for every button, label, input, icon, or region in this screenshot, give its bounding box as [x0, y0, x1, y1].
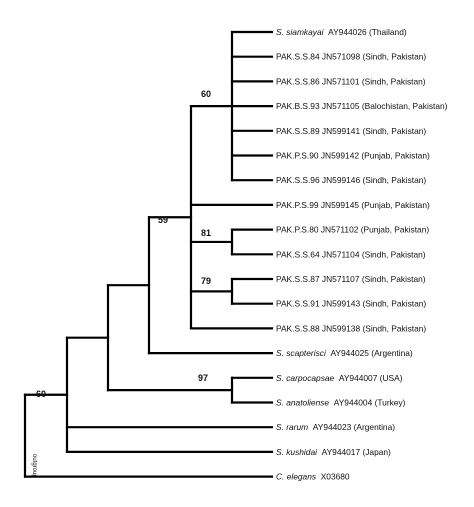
- outgroup-note: outgroup: [31, 454, 37, 478]
- support-paks87-clade: 79: [201, 276, 211, 286]
- taxon-label-t5: PAK.P.S.90 JN599142 (Punjab, Pakistan): [276, 151, 430, 161]
- taxon-label-t3: PAK.B.S.93 JN571105 (Balochistan, Pakist…: [276, 101, 448, 111]
- taxon-label-t18: C. elegans X03680: [276, 472, 350, 482]
- accession-label: X03680: [316, 472, 350, 482]
- taxon-label-t16: S. rarum AY944023 (Argentina): [276, 422, 395, 432]
- taxon-label-t4: PAK.S.S.89 JN599141 (Sindh, Pakistan): [276, 126, 426, 136]
- taxon-label-t2: PAK.S.S.86 JN571101 (Sindh, Pakistan): [276, 76, 426, 86]
- accession-label: AY944007 (USA): [334, 373, 402, 383]
- species-name: S. kushidai: [276, 447, 318, 457]
- taxon-label-t9: PAK.S.S.64 JN571104 (Sindh, Pakistan): [276, 249, 426, 259]
- taxon-label-t10: PAK.S.S.87 JN571107 (Sindh, Pakistan): [276, 274, 426, 284]
- taxon-label-t7: PAK.P.S.99 JN599145 (Punjab, Pakistan): [276, 200, 430, 210]
- taxon-label-t15: S. anatoliense AY944004 (Turkey): [276, 398, 406, 408]
- taxon-label-t6: PAK.S.S.96 JN599146 (Sindh, Pakistan): [276, 175, 426, 185]
- taxon-labels: S. siamkayai AY944026 (Thailand) PAK.S.S.…: [276, 27, 448, 482]
- tree-branches: [23, 30, 274, 478]
- species-name: S. carpocapsae: [276, 373, 335, 383]
- accession-label: AY944026 (Thailand): [323, 27, 406, 37]
- support-core-clade: 59: [158, 215, 168, 225]
- taxon-label-t8: PAK.P.S.80 JN571102 (Punjab, Pakistan): [276, 225, 429, 235]
- taxon-label-t1: PAK.S.S.84 JN571098 (Sindh, Pakistan): [276, 52, 426, 62]
- species-name: S. siamkayai: [276, 27, 325, 37]
- taxon-label-t17: S. kushidai AY944017 (Japan): [276, 447, 391, 457]
- support-pakp80-clade: 81: [201, 228, 211, 238]
- accession-label: AY944025 (Argentina): [326, 348, 413, 358]
- accession-label: AY944023 (Argentina): [308, 422, 395, 432]
- species-name: S. anatoliense: [276, 398, 329, 408]
- taxon-label-t14: S. carpocapsae AY944007 (USA): [276, 373, 403, 383]
- bootstrap-support-values: 60 59 60 81 79 97: [36, 89, 211, 399]
- accession-label: AY944004 (Turkey): [329, 398, 406, 408]
- species-name: S. scapterisci: [276, 348, 327, 358]
- species-name: S. rarum: [276, 422, 308, 432]
- taxon-label-t12: PAK.S.S.88 JN599138 (Sindh, Pakistan): [276, 323, 426, 333]
- taxon-label-t13: S. scapterisci AY944025 (Argentina): [276, 348, 413, 358]
- accession-label: AY944017 (Japan): [317, 447, 391, 457]
- taxon-label-t11: PAK.S.S.91 JN599143 (Sindh, Pakistan): [276, 299, 426, 309]
- taxon-label-t0: S. siamkayai AY944026 (Thailand): [276, 27, 407, 37]
- support-carpocapsae-clade: 97: [198, 373, 208, 383]
- support-siamkayai-clade: 60: [201, 89, 211, 99]
- species-name: C. elegans: [276, 472, 317, 482]
- support-root: 60: [36, 389, 46, 399]
